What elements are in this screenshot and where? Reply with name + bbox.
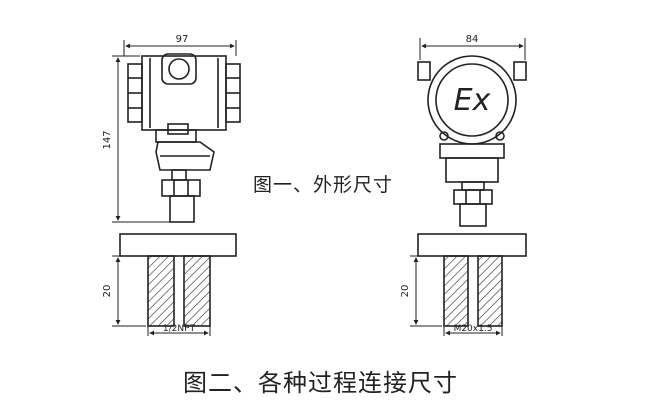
left-transmitter [112, 40, 241, 223]
ex-mark: Ex [454, 83, 491, 118]
left-depth-dimension: 20 [102, 285, 113, 298]
right-transmitter [417, 38, 527, 227]
left-process-connection [112, 233, 237, 336]
figure-2-caption: 图二、各种过程连接尺寸 [183, 369, 458, 397]
left-thread-size: 1/2NPT [163, 324, 196, 334]
right-process-connection [410, 233, 527, 336]
right-thread-size: M20x1.5 [454, 324, 493, 334]
left-height-dimension: 147 [102, 130, 113, 149]
figure-1-caption: 图一、外形尺寸 [253, 174, 394, 196]
right-width-dimension: 84 [466, 34, 479, 45]
left-width-dimension: 97 [176, 34, 189, 45]
right-depth-dimension: 20 [400, 285, 411, 298]
